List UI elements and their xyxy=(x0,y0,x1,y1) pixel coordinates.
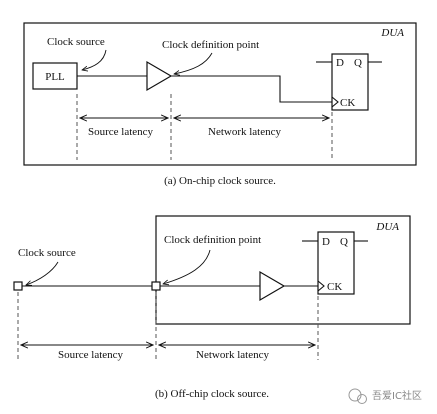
source-latency-label-b: Source latency xyxy=(58,349,124,361)
clock-triangle-a xyxy=(331,96,339,108)
clock-buffer-a xyxy=(146,60,173,92)
wire-buffer-ck-a xyxy=(171,75,332,103)
clock-triangle-b xyxy=(317,280,325,292)
diagram-b: DUA Clock source Clock definition point … xyxy=(13,215,411,400)
clock-source-pointer-b xyxy=(26,261,59,285)
clock-def-port-b xyxy=(151,281,161,291)
d-label-b: D xyxy=(322,236,330,248)
dua-label-b: DUA xyxy=(375,221,399,233)
clock-source-pointer-a xyxy=(82,49,107,70)
ck-label-a: CK xyxy=(340,97,355,109)
pll-label: PLL xyxy=(45,71,65,83)
pll-block xyxy=(32,62,78,90)
network-latency-label-b: Network latency xyxy=(196,349,269,361)
source-latency-label-a: Source latency xyxy=(88,126,154,138)
clock-def-label-a: Clock definition point xyxy=(162,39,259,51)
caption-a: (a) On-chip clock source. xyxy=(164,175,276,187)
q-label-a: Q xyxy=(354,57,362,69)
network-latency-label-a: Network latency xyxy=(208,126,281,138)
dua-box-b xyxy=(155,215,411,325)
clock-def-pointer-a xyxy=(174,52,213,74)
clock-source-label-a: Clock source xyxy=(47,36,105,48)
ck-label-b: CK xyxy=(327,281,342,293)
d-label-a: D xyxy=(336,57,344,69)
dua-label-a: DUA xyxy=(380,27,404,39)
flip-flop-a xyxy=(331,53,369,111)
diagram-a: DUA PLL Clock source Clock definition po… xyxy=(23,22,417,187)
clock-source-label-b: Clock source xyxy=(18,247,76,259)
q-label-b: Q xyxy=(340,236,348,248)
watermark-text: 吾爱IC社区 xyxy=(372,389,422,402)
wechat-icon-small xyxy=(357,394,367,404)
caption-b: (b) Off-chip clock source. xyxy=(155,388,269,400)
clock-buffer-b xyxy=(259,270,286,302)
clock-def-pointer-b xyxy=(163,249,211,284)
watermark: 吾爱IC社区 xyxy=(348,388,422,404)
clock-def-label-b: Clock definition point xyxy=(164,234,261,246)
flip-flop-b xyxy=(317,231,355,295)
clock-source-port-b xyxy=(13,281,23,291)
